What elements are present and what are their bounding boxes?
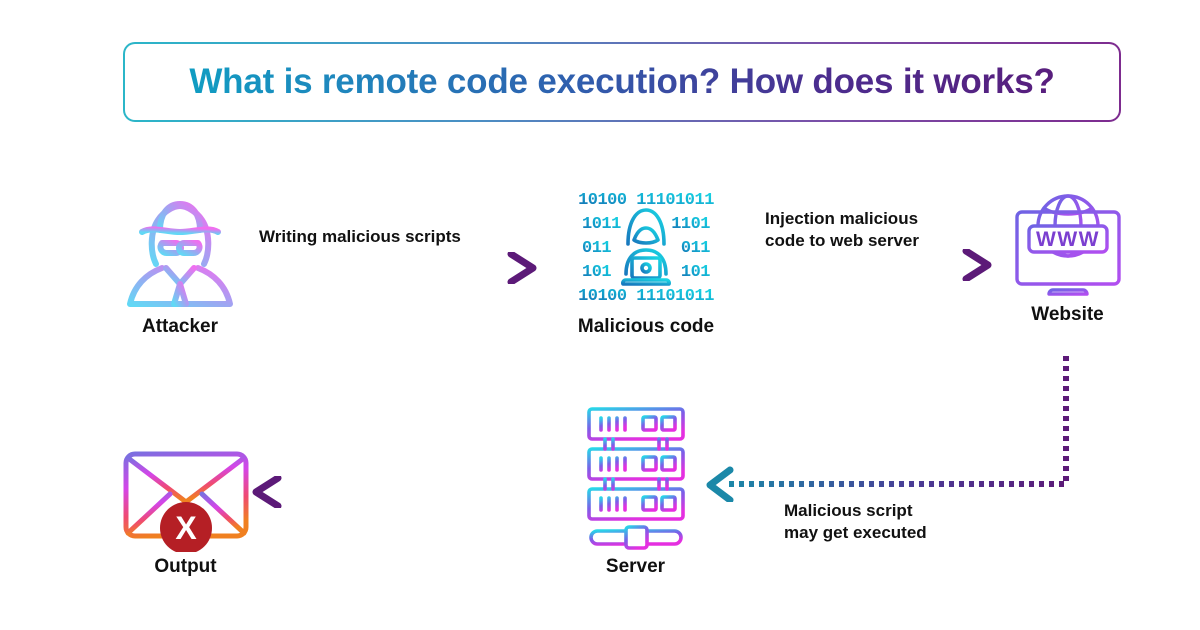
hacker-icon (127, 201, 233, 307)
binary-row-3a: 101 (582, 263, 611, 282)
binary-row-3b: 101 (681, 263, 710, 282)
node-attacker: Attacker (110, 190, 250, 338)
binary-row-2b: 011 (681, 239, 710, 258)
binary-row-1a: 1011 (582, 215, 621, 234)
title-box: What is remote code execution? How does … (123, 42, 1121, 122)
node-website: WWW Website (995, 190, 1140, 326)
monitor-www-icon: WWW (1014, 194, 1121, 296)
binary-row-1b: 1101 (671, 215, 710, 234)
node-server: Server (568, 405, 703, 578)
arrow-label-attacker-to-code: Writing malicious scripts (259, 227, 461, 246)
envelope-error-icon: X (123, 451, 248, 552)
arrow-label-code-to-website: Injection malicious code to web server (765, 209, 920, 250)
arrowhead-right (507, 252, 537, 284)
arrowhead-left (252, 476, 282, 508)
node-output: X Output (118, 440, 253, 578)
arrow-attacker-to-code (245, 252, 537, 284)
arrow-label-website-to-server: Malicious script may get executed (784, 501, 927, 542)
website-screen-text: WWW (1036, 228, 1100, 251)
arrowhead-left (706, 466, 734, 502)
arrowhead-right (962, 249, 992, 281)
server-rack-icon (586, 407, 685, 550)
node-server-label: Server (605, 556, 666, 577)
node-malicious-code-label: Malicious code (577, 316, 715, 337)
arrow-website-to-server (706, 356, 1069, 502)
arrow-code-to-website (730, 249, 992, 281)
node-attacker-label: Attacker (141, 316, 219, 337)
arrow-server-to-output (252, 476, 569, 508)
binary-hacker-icon: 10100 11101011 1011 1101 011 011 101 101… (578, 191, 715, 306)
node-website-label: Website (1031, 304, 1104, 325)
binary-row-2a: 011 (582, 239, 611, 258)
error-badge (159, 502, 212, 552)
node-malicious-code: 10100 11101011 1011 1101 011 011 101 101… (555, 188, 737, 338)
node-output-label: Output (154, 556, 217, 577)
error-badge-label: X (175, 510, 197, 546)
page-title: What is remote code execution? How does … (125, 44, 1119, 120)
binary-row-4: 10100 11101011 (578, 287, 714, 306)
binary-row-0: 10100 11101011 (578, 191, 714, 210)
